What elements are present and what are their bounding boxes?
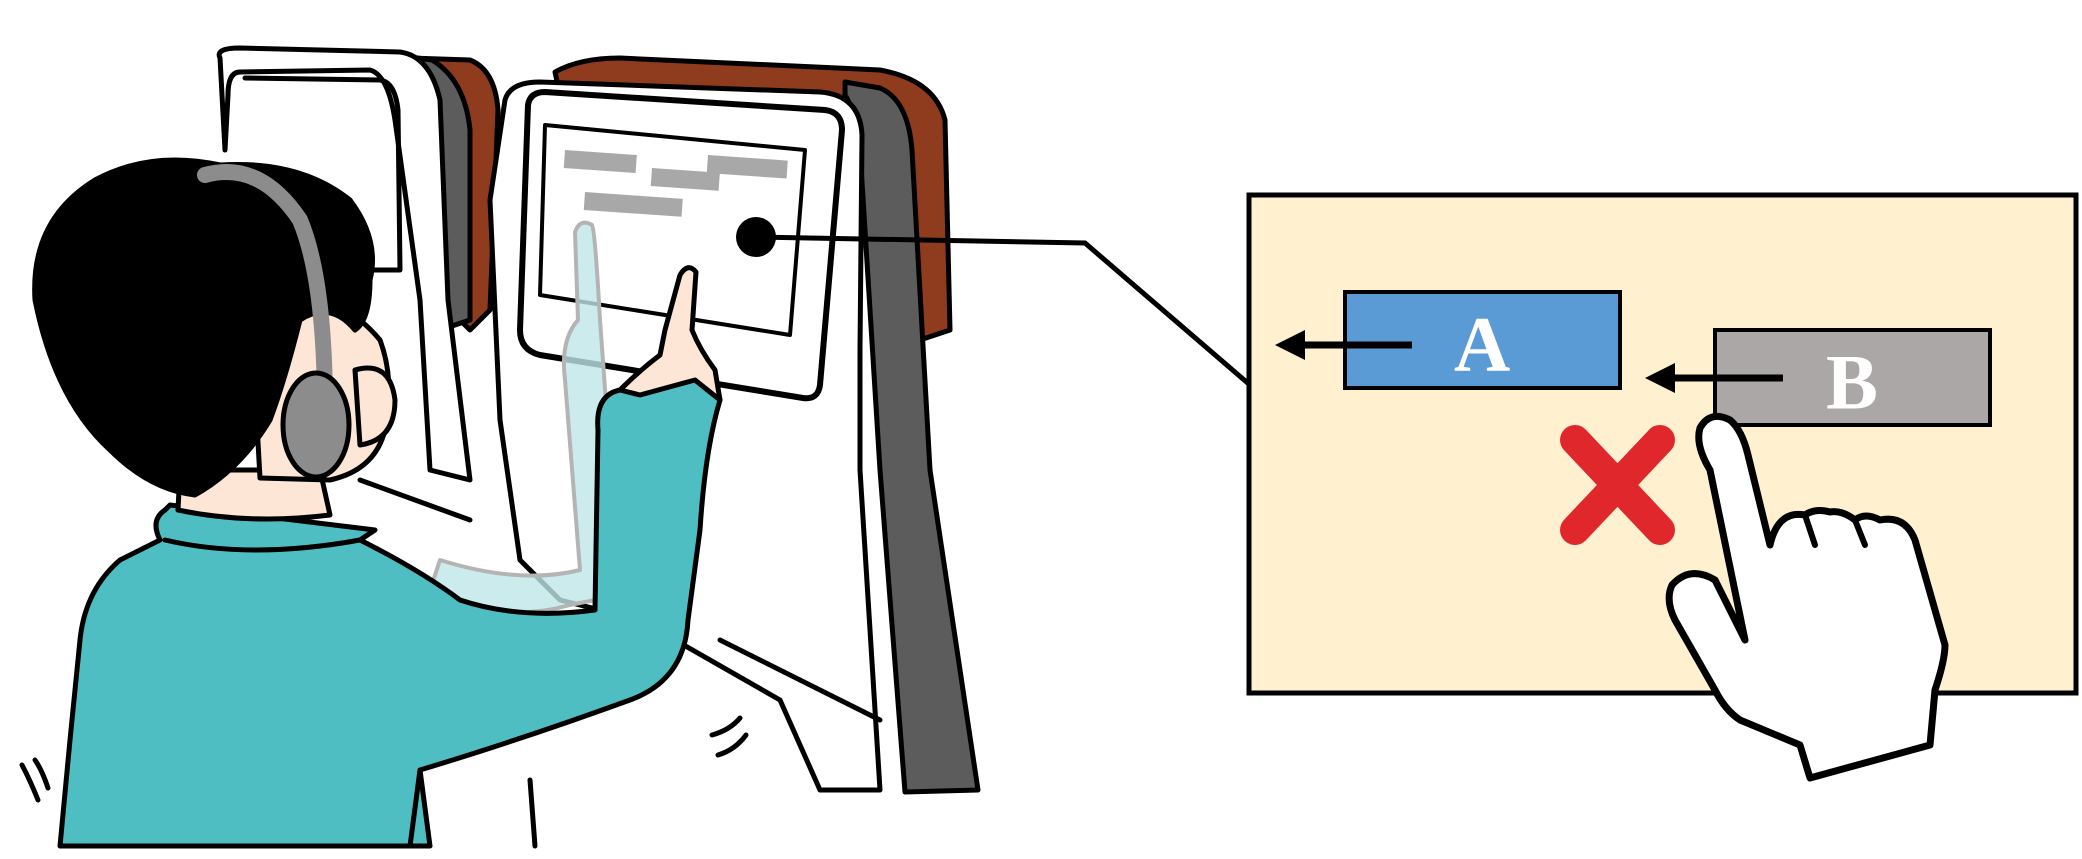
hand-finger-line-1 (1802, 512, 1818, 548)
shirt-crease-2 (527, 777, 538, 849)
left-seat-shell (216, 45, 473, 483)
right-seat-side-line (717, 637, 883, 723)
zoom-panel: A B (1246, 192, 2079, 782)
button-a[interactable]: A (1343, 290, 1622, 390)
motion-mark-right-2 (715, 732, 749, 758)
passenger-shirt (57, 374, 723, 849)
headphone-cup-icon (280, 370, 352, 480)
button-b-label: B (1826, 339, 1878, 426)
motion-mark-right-1 (709, 715, 743, 738)
passenger-arm (617, 265, 723, 403)
passenger-hair (32, 157, 375, 498)
screen-placeholder-bar-1 (563, 150, 637, 173)
callout-line (755, 234, 1252, 387)
button-b[interactable]: B (1713, 328, 1992, 427)
left-arrow-icon (1275, 330, 1412, 360)
screen-placeholder-bar-2 (650, 168, 720, 191)
shirt-collar-line (162, 537, 363, 553)
pointing-hand-icon (1665, 412, 1949, 782)
motion-mark-left-1 (19, 762, 41, 803)
left-seat (216, 45, 501, 523)
headphone-band-icon (197, 164, 333, 418)
passenger-ear (352, 365, 398, 448)
motion-mark-left-2 (32, 757, 51, 791)
screen-placeholder-bar-3 (706, 155, 788, 179)
left-seat-inner-frame (242, 75, 403, 273)
left-arrow-icon (1645, 363, 1783, 393)
hand-finger-line-2 (1852, 517, 1868, 548)
screen-display (538, 123, 807, 337)
passenger (19, 157, 749, 849)
screen-placeholder-bar-4 (583, 192, 683, 217)
button-a-box[interactable] (1343, 290, 1622, 390)
left-seat-lower-line (357, 477, 473, 523)
cross-icon (1560, 425, 1675, 545)
shirt-crease-1 (407, 767, 423, 849)
button-a-label: A (1454, 301, 1510, 388)
